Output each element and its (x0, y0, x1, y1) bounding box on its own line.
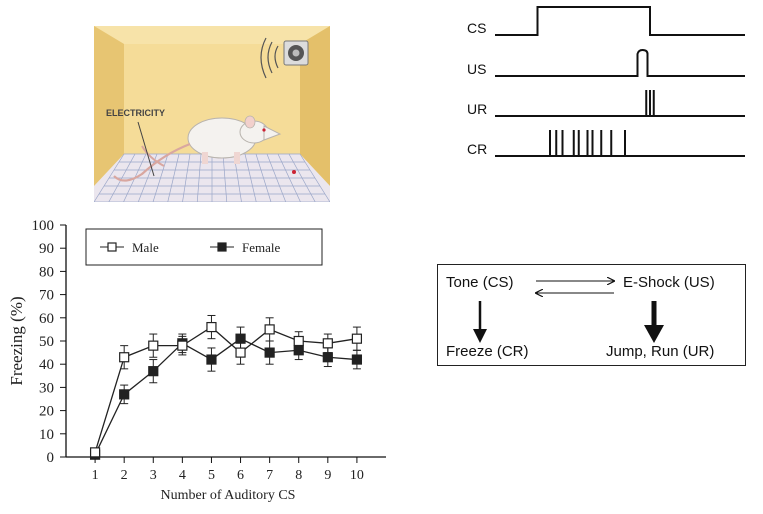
chamber-left-wall (94, 26, 124, 186)
marker-male (293, 335, 304, 347)
marker-female (264, 347, 275, 358)
signal-label-ur: UR (467, 101, 487, 117)
data-point-male (148, 333, 159, 358)
conditioning-flow-box: Tone (CS) E-Shock (US) Freeze (CR) Jump,… (437, 264, 746, 366)
marker-female (148, 366, 159, 377)
data-point-male (264, 317, 275, 342)
arrow-shock-to-jump (644, 301, 664, 343)
legend-label-male: Male (132, 240, 159, 255)
timing-diagram: CS US UR CR (455, 0, 755, 175)
marker-male (119, 352, 130, 363)
data-point-male (206, 314, 217, 340)
data-point-male (293, 331, 304, 351)
timing-diagram-svg: CS US UR CR (467, 6, 745, 157)
freezing-chart-svg: 0 10 20 30 40 50 60 70 80 90 100 1 2 3 4 5 6 7 8 9 10Number … (7, 218, 386, 503)
marker-female (322, 352, 333, 363)
jump-run-ur-label: Jump, Run (UR) (606, 343, 715, 360)
signal-trace-cs (495, 6, 745, 36)
series-line-female (94, 337, 357, 455)
chamber-right-wall (300, 26, 330, 186)
x-tick-label: 1 (92, 468, 99, 483)
y-axis-label: Freezing (%) (7, 296, 26, 385)
y-tick-label: 0 (47, 450, 55, 466)
marker-female (351, 354, 363, 365)
marker-female (119, 389, 130, 400)
data-point-male (119, 345, 130, 370)
x-tick-label: 4 (179, 468, 186, 483)
x-tick-label: 10 (350, 468, 364, 483)
signal-label-us: US (467, 61, 486, 77)
x-tick-label: 2 (121, 468, 128, 483)
y-tick-label: 60 (39, 311, 54, 327)
marker-male (206, 321, 217, 333)
chart-legend: Male Female (85, 228, 323, 266)
electricity-label: ELECTRICITY (106, 108, 165, 118)
data-point-female (119, 384, 130, 405)
marker-male (148, 340, 159, 351)
marker-male (177, 340, 188, 351)
y-tick-label: 40 (39, 357, 54, 373)
marker-male (89, 447, 101, 458)
y-tick-label: 90 (39, 241, 54, 257)
legend-label-female: Female (242, 240, 280, 255)
signal-trace-us (495, 48, 745, 77)
signal-label-cr: CR (467, 141, 487, 157)
x-axis-label: Number of Auditory CS (161, 488, 296, 503)
data-point-male (235, 340, 246, 365)
x-tick-label: 6 (237, 468, 244, 483)
marker-female (206, 354, 217, 365)
eshock-us-label: E-Shock (US) (623, 274, 715, 291)
data-point-male (89, 447, 101, 458)
marker-male (351, 333, 363, 344)
y-tick-label: 10 (39, 427, 54, 443)
y-tick-label: 50 (39, 334, 54, 350)
legend-box (85, 228, 323, 266)
x-tick-label: 3 (150, 468, 157, 483)
data-point-male (322, 333, 333, 354)
signal-label-cs: CS (467, 20, 486, 36)
y-tick-label: 20 (39, 404, 54, 420)
y-tick-label: 30 (39, 380, 54, 396)
conditioning-chamber-illustration: ELECTRICITY (93, 26, 331, 203)
flow-arrows (473, 265, 664, 343)
data-point-male (351, 326, 363, 351)
speaker-icon (260, 37, 309, 79)
data-point-female (351, 349, 363, 370)
rat-icon (113, 115, 296, 182)
arrow-tone-to-freeze (473, 301, 487, 343)
y-tick-label: 80 (39, 264, 54, 280)
electricity-pointer-line (137, 121, 155, 177)
marker-male (264, 324, 275, 335)
x-tick-label: 5 (208, 468, 215, 483)
legend-marker-female (217, 242, 227, 252)
data-point-female (264, 340, 275, 365)
x-tick-label: 9 (324, 468, 331, 483)
marker-male (235, 347, 246, 358)
data-point-female (206, 347, 217, 372)
data-point-male (177, 335, 188, 356)
marker-male (322, 338, 333, 349)
tone-cs-label: Tone (CS) (446, 274, 514, 291)
y-tick-label: 100 (32, 218, 55, 234)
legend-marker-male (107, 242, 117, 252)
y-tick-label: 70 (39, 288, 54, 304)
series-line-male (94, 326, 358, 453)
chamber-drawing: ELECTRICITY (93, 26, 331, 203)
x-tick-label: 8 (295, 468, 302, 483)
freeze-cr-label: Freeze (CR) (446, 343, 529, 360)
data-point-female (148, 359, 159, 384)
x-tick-label: 7 (266, 468, 273, 483)
chamber-ceiling (94, 26, 330, 44)
